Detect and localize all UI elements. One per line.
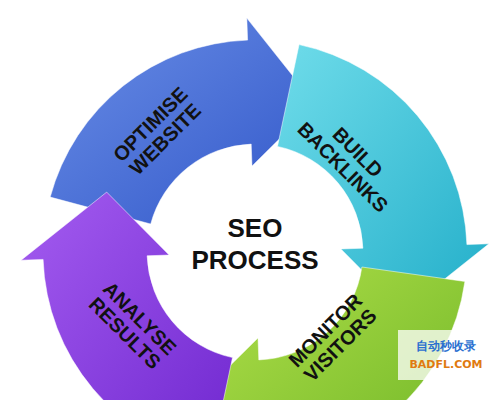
center-title: SEO PROCESS: [191, 212, 318, 277]
watermark-text: BADFL.COM: [409, 358, 482, 371]
watermark-text: 自动秒收录: [416, 338, 476, 355]
